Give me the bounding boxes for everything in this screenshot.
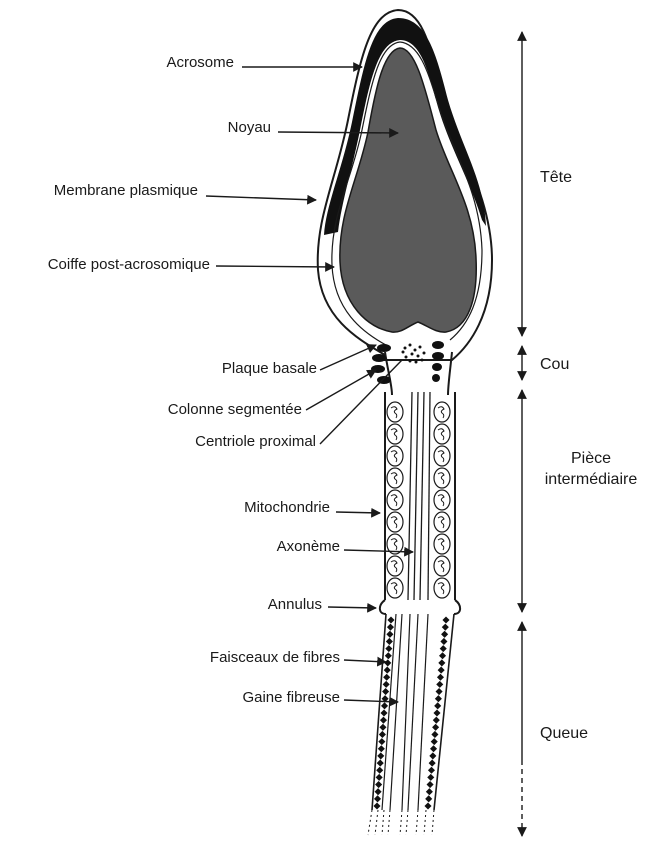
sheath-bead xyxy=(386,638,393,645)
sheath-bead xyxy=(431,731,438,738)
region-tete: Tête xyxy=(540,169,572,186)
label-gaine-fibreuse: Gaine fibreuse xyxy=(242,689,340,706)
sheath-bead xyxy=(382,688,389,695)
mitochondrion xyxy=(434,446,450,466)
sheath-bead xyxy=(376,774,383,781)
sheath-bead xyxy=(426,788,433,795)
sperm-midpiece xyxy=(380,392,460,614)
sheath-bead xyxy=(374,795,381,802)
mitochondrion xyxy=(434,490,450,510)
sheath-bead xyxy=(425,795,432,802)
sheath-bead xyxy=(438,667,445,674)
sheath-bead xyxy=(429,752,436,759)
sheath-bead xyxy=(377,760,384,767)
sheath-bead xyxy=(442,616,449,623)
sheath-bead xyxy=(376,767,383,774)
sheath-bead xyxy=(433,717,440,724)
sperm-tail xyxy=(368,614,454,835)
mitochondrion xyxy=(387,556,403,576)
sheath-bead xyxy=(440,645,447,652)
region-piece-line2: intermédiaire xyxy=(545,471,638,488)
mitochondria-left xyxy=(387,402,403,598)
sheath-bead xyxy=(387,624,394,631)
region-piece-line1: Pièce xyxy=(571,450,611,467)
region-cou: Cou xyxy=(540,356,569,373)
label-faisceaux-de-fibres: Faisceaux de fibres xyxy=(210,649,340,666)
mitochondrion xyxy=(434,512,450,532)
mitochondria-right xyxy=(434,402,450,598)
mitochondrion xyxy=(434,424,450,444)
sheath-bead xyxy=(440,638,447,645)
sheath-bead xyxy=(380,717,387,724)
mitochondrion xyxy=(434,556,450,576)
sheath-bead xyxy=(428,767,435,774)
sheath-bead xyxy=(385,645,392,652)
sheath-bead xyxy=(379,731,386,738)
label-axoneme: Axonème xyxy=(277,538,340,555)
label-centriole-proximal: Centriole proximal xyxy=(195,433,316,450)
sheath-bead xyxy=(380,709,387,716)
mitochondrion xyxy=(387,424,403,444)
label-colonne-segmentee: Colonne segmentée xyxy=(168,401,302,418)
sheath-bead xyxy=(386,631,393,638)
label-mitochondrie: Mitochondrie xyxy=(244,499,330,516)
mitochondrion xyxy=(387,578,403,598)
sheath-bead xyxy=(442,624,449,631)
sheath-bead xyxy=(385,652,392,659)
sheath-bead xyxy=(384,667,391,674)
sheath-bead xyxy=(431,738,438,745)
sheath-bead xyxy=(378,745,385,752)
label-coiffe-post-acrosomique: Coiffe post-acrosomique xyxy=(48,256,210,273)
sheath-bead xyxy=(436,681,443,688)
mitochondrion xyxy=(434,534,450,554)
sheath-bead xyxy=(437,674,444,681)
sheath-bead xyxy=(430,745,437,752)
sheath-bead xyxy=(427,774,434,781)
sheath-bead xyxy=(435,695,442,702)
mitochondrion xyxy=(387,490,403,510)
mitochondrion xyxy=(387,402,403,422)
sheath-bead xyxy=(387,616,394,623)
sheath-bead xyxy=(378,738,385,745)
sheath-bead xyxy=(436,688,443,695)
sheath-bead xyxy=(375,781,382,788)
sheath-bead xyxy=(438,659,445,666)
mitochondrion xyxy=(434,578,450,598)
sheath-bead xyxy=(439,652,446,659)
sheath-bead xyxy=(441,631,448,638)
sheath-bead xyxy=(434,702,441,709)
sheath-bead xyxy=(433,709,440,716)
mitochondrion xyxy=(387,512,403,532)
sperm-head xyxy=(318,10,492,360)
sheath-bead xyxy=(375,788,382,795)
label-noyau: Noyau xyxy=(228,119,271,136)
region-queue: Queue xyxy=(540,725,588,742)
label-plaque-basale: Plaque basale xyxy=(222,360,317,377)
sheath-bead xyxy=(384,659,391,666)
sheath-bead xyxy=(377,752,384,759)
sheath-bead xyxy=(383,681,390,688)
label-annulus: Annulus xyxy=(268,596,322,613)
sheath-bead xyxy=(432,724,439,731)
sheath-bead xyxy=(379,724,386,731)
mitochondrion xyxy=(387,468,403,488)
region-labels: Tête Cou Pièce intermédiaire Queue xyxy=(540,169,637,742)
mitochondrion xyxy=(434,468,450,488)
sheath-bead xyxy=(429,760,436,767)
sheath-bead xyxy=(373,802,380,809)
sheath-bead xyxy=(427,781,434,788)
label-membrane-plasmique: Membrane plasmique xyxy=(54,182,198,199)
label-acrosome: Acrosome xyxy=(166,54,234,71)
mitochondrion xyxy=(434,402,450,422)
sheath-bead xyxy=(383,674,390,681)
sheath-bead xyxy=(381,702,388,709)
sheath-bead xyxy=(424,802,431,809)
mitochondrion xyxy=(387,446,403,466)
tail-frayed-end xyxy=(368,810,434,835)
